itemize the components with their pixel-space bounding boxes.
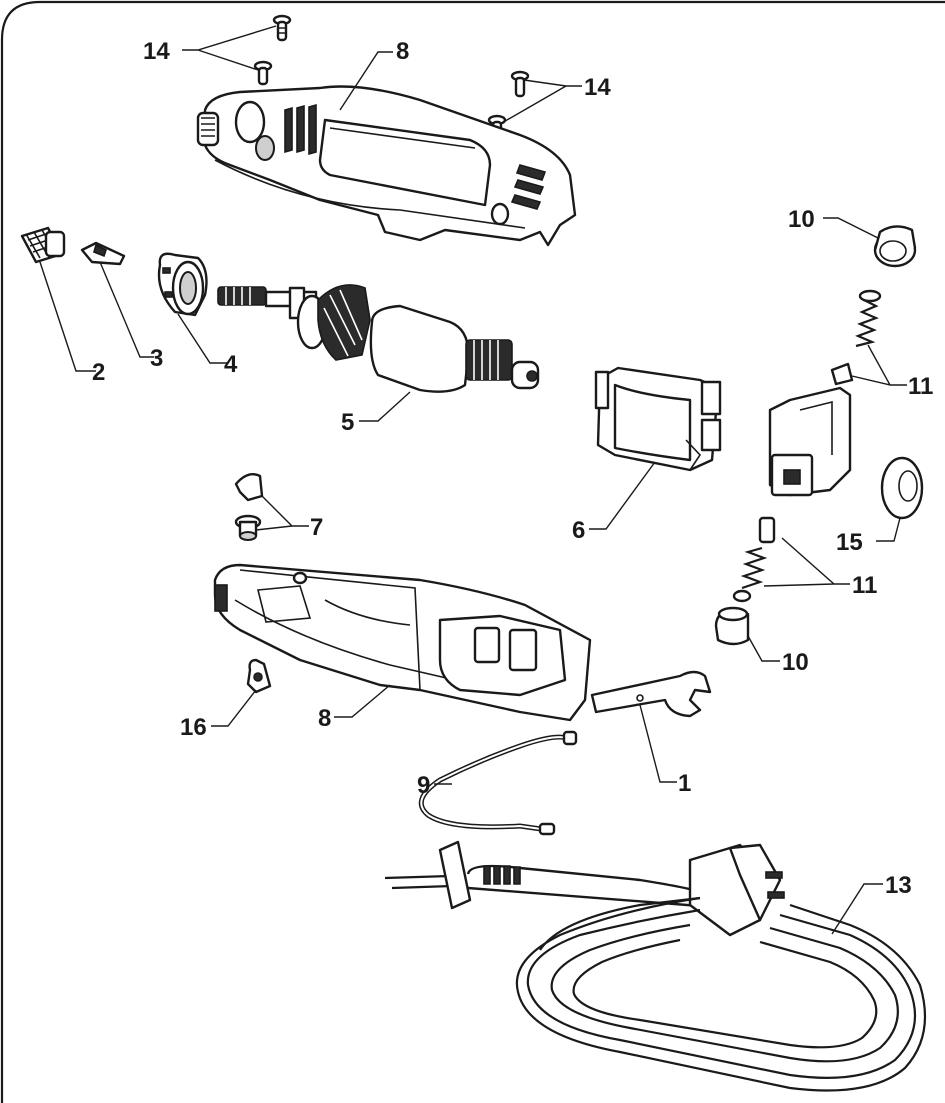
part-10-nut-bottom: [714, 606, 750, 646]
label-6: 6: [572, 517, 585, 544]
label-16: 16: [180, 714, 207, 741]
part-brush-holder: [768, 386, 852, 497]
part-9-wire-clip: [418, 730, 578, 836]
part-11-brush-spring-top: [830, 289, 882, 386]
part-3-collet: [80, 241, 126, 266]
label-10-bottom: 10: [782, 649, 809, 676]
part-1-wrench: [590, 670, 712, 718]
label-9: 9: [417, 772, 430, 799]
part-6-field-stator: [594, 366, 722, 472]
part-8-upper-housing: [196, 85, 577, 247]
part-16-clip: [246, 658, 272, 694]
label-11-top: 11: [908, 373, 933, 400]
part-14-screw-c: [510, 70, 530, 98]
label-1: 1: [678, 770, 691, 797]
part-14-screw-a: [272, 14, 292, 42]
label-8-top: 8: [396, 38, 409, 65]
label-14-top-left: 14: [143, 38, 170, 65]
label-8-bottom: 8: [318, 705, 331, 732]
part-7-switch-button: [234, 473, 264, 541]
part-10-nut-top: [873, 225, 917, 268]
part-15-bearing-ring: [880, 456, 924, 520]
part-13-power-cord: [384, 840, 927, 1092]
part-14-screw-b: [253, 60, 273, 86]
part-11-brush-spring-bottom: [732, 516, 776, 603]
leader-lines: [39, 25, 907, 935]
label-3: 3: [150, 345, 163, 372]
label-5: 5: [341, 409, 354, 436]
part-2-collet-nut: [20, 226, 66, 264]
label-7: 7: [310, 514, 323, 541]
label-10-top: 10: [788, 206, 815, 233]
label-4: 4: [224, 351, 238, 378]
part-5-armature: [217, 284, 540, 393]
label-15: 15: [836, 529, 863, 556]
label-13: 13: [885, 872, 912, 899]
label-2: 2: [92, 359, 105, 386]
part-labels: 14 8 14 10 2 3 4 5 11 6 7 15 11 10 16 8 …: [92, 38, 933, 899]
label-11-bottom: 11: [852, 572, 877, 599]
label-14-top-right: 14: [584, 74, 611, 101]
part-4-nose-cap: [157, 252, 208, 317]
part-8-lower-housing: [213, 563, 592, 722]
